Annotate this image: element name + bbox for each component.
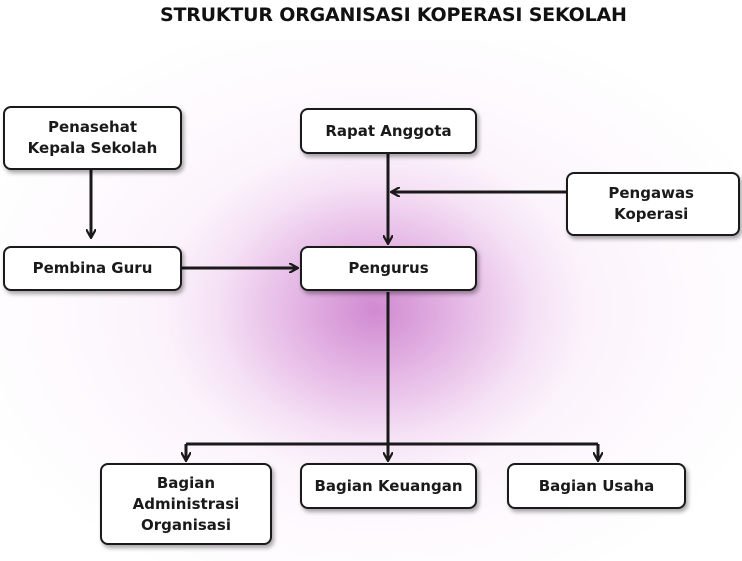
- node-pembina: Pembina Guru: [3, 246, 182, 291]
- node-bagian-administrasi-line-3: Organisasi: [141, 515, 231, 534]
- node-pengurus-label: Pengurus: [348, 259, 429, 277]
- node-bagian-keuangan: Bagian Keuangan: [300, 463, 477, 509]
- node-bagian-usaha-label: Bagian Usaha: [538, 476, 655, 495]
- node-pembina-label: Pembina Guru: [32, 259, 153, 277]
- node-penasehat: Penasehat Kepala Sekolah: [3, 106, 182, 170]
- diagram-title: STRUKTUR ORGANISASI KOPERASI SEKOLAH: [160, 4, 627, 26]
- node-pengurus: Pengurus: [300, 246, 477, 291]
- node-bagian-keuangan-label: Bagian Keuangan: [314, 476, 463, 495]
- node-pengawas: Pengawas Koperasi: [566, 172, 740, 236]
- node-bagian-usaha: Bagian Usaha: [507, 463, 686, 509]
- node-bagian-administrasi-line-1: Bagian: [156, 473, 216, 492]
- node-bagian-administrasi: Bagian Administrasi Organisasi: [100, 463, 272, 545]
- node-pengawas-line-1: Pengawas: [608, 184, 694, 202]
- node-penasehat-line-2: Kepala Sekolah: [27, 139, 158, 157]
- node-bagian-administrasi-line-2: Administrasi: [132, 494, 240, 513]
- node-pengawas-line-2: Koperasi: [614, 205, 689, 223]
- node-rapat-anggota-label: Rapat Anggota: [325, 121, 452, 140]
- node-penasehat-line-1: Penasehat: [47, 118, 138, 136]
- node-rapat-anggota: Rapat Anggota: [300, 108, 477, 154]
